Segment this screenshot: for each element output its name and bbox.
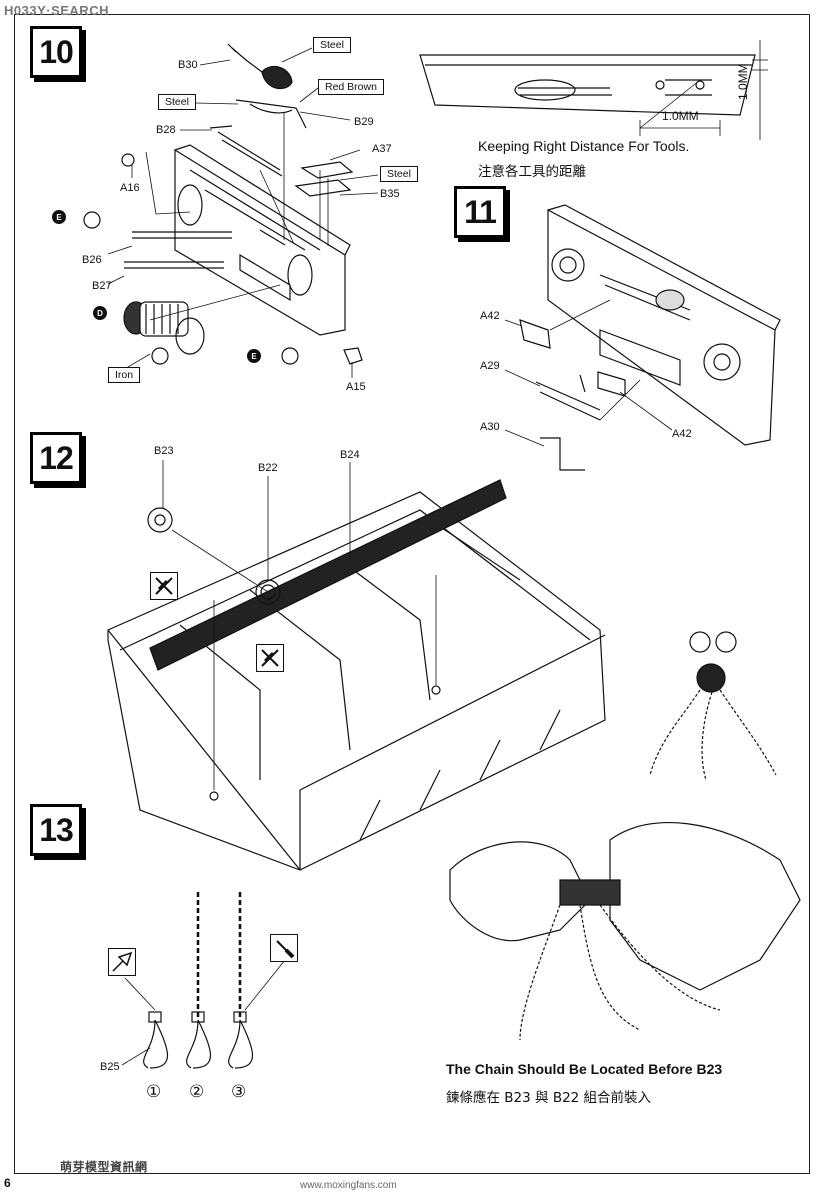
step10-crowbar	[209, 125, 283, 177]
material-steel-pickaxe: Steel	[158, 94, 196, 110]
part-a29: A29	[480, 360, 500, 372]
step10-small-parts	[83, 153, 363, 365]
watermark-url: www.moxingfans.com	[300, 1180, 397, 1191]
glue-brush-icon	[270, 934, 298, 962]
part-b22: B22	[258, 462, 278, 474]
step13-chains	[143, 892, 253, 1069]
no-glue-icon	[150, 572, 178, 600]
watermark-top: H033Y·SEARCH	[4, 3, 109, 18]
step11-parts	[519, 319, 626, 471]
part-a15: A15	[346, 381, 366, 393]
step12-parts	[147, 507, 441, 801]
detail-dimensions	[639, 40, 768, 140]
detail-rear-plate	[419, 54, 756, 116]
marker-e-top: E	[52, 210, 66, 224]
part-a42-left: A42	[480, 310, 500, 322]
part-b30: B30	[178, 59, 198, 71]
step-10-badge: 10	[30, 26, 82, 78]
step10-brackets	[294, 161, 354, 197]
no-glue-icon	[256, 644, 284, 672]
material-red-brown: Red Brown	[318, 79, 384, 95]
part-b24: B24	[340, 449, 360, 461]
step10-winch	[123, 301, 205, 365]
step10-rear-plate	[174, 144, 351, 336]
material-steel-bracket: Steel	[380, 166, 418, 182]
page-number: 6	[4, 1176, 11, 1190]
step12-rail	[149, 479, 507, 671]
step11-rear-plate	[547, 204, 781, 446]
part-a37: A37	[372, 143, 392, 155]
option-3: ③	[231, 1082, 247, 1102]
option-2: ②	[189, 1082, 205, 1102]
step13-leaders	[121, 959, 286, 1066]
marker-d: D	[93, 306, 107, 320]
part-b27: B27	[92, 280, 112, 292]
step-12-badge: 12	[30, 432, 82, 484]
step10-pickaxe	[235, 99, 307, 129]
material-steel-shovel: Steel	[313, 37, 351, 53]
step10-shovel	[227, 43, 293, 90]
step-11-badge: 11	[454, 186, 506, 238]
part-a30: A30	[480, 421, 500, 433]
dimension-vertical: 1.0MM	[736, 63, 750, 100]
part-b29: B29	[354, 116, 374, 128]
part-b28: B28	[156, 124, 176, 136]
part-a16: A16	[120, 182, 140, 194]
step12-pulley-chain	[649, 631, 777, 781]
step10-towbars	[124, 231, 232, 269]
option-1: ①	[146, 1082, 162, 1102]
part-b25: B25	[100, 1061, 120, 1073]
page-frame	[14, 14, 810, 1174]
part-b26: B26	[82, 254, 102, 266]
note-chain-zh: 鍊條應在 B23 與 B22 組合前裝入	[446, 1090, 652, 1106]
note-tool-distance-zh: 注意各工具的距離	[478, 164, 586, 180]
part-b23: B23	[154, 445, 174, 457]
note-tool-distance-en: Keeping Right Distance For Tools.	[478, 138, 690, 154]
part-a42-right: A42	[672, 428, 692, 440]
part-b35: B35	[380, 188, 400, 200]
step-13-badge: 13	[30, 804, 82, 856]
step11-leaders	[504, 299, 673, 447]
cutter-icon	[108, 948, 136, 976]
material-iron: Iron	[108, 367, 141, 383]
step13-hands	[449, 822, 801, 1041]
marker-e-bottom: E	[247, 349, 261, 363]
dimension-horizontal: 1.0MM	[662, 109, 699, 123]
watermark-bottom: 萌芽模型資訊網	[60, 1160, 148, 1174]
step12-leaders	[162, 460, 437, 790]
note-chain-en: The Chain Should Be Located Before B23	[446, 1061, 723, 1077]
